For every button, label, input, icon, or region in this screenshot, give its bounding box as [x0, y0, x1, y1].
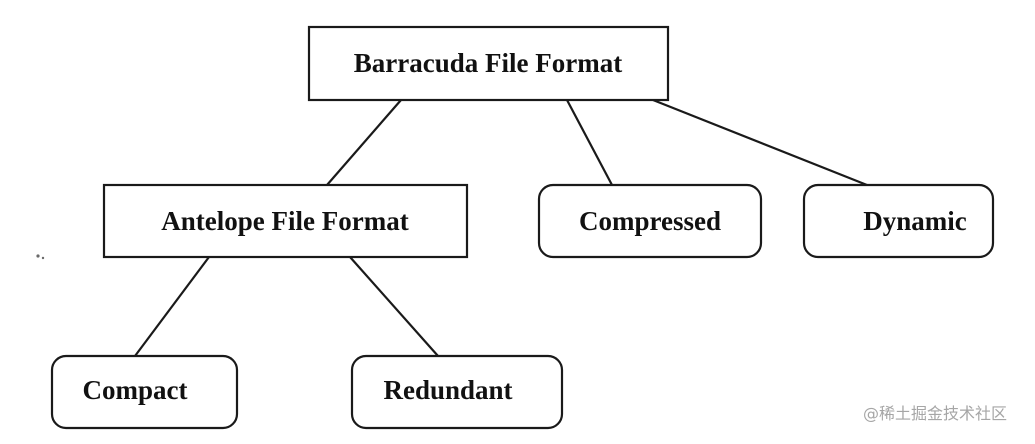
node-compressed: Compressed	[537, 183, 763, 259]
node-dynamic: Dynamic	[802, 183, 995, 259]
edge-barracuda-antelope	[326, 99, 402, 186]
node-compact: Compact	[50, 354, 239, 430]
node-label: Dynamic	[863, 206, 967, 236]
node-label: Antelope File Format	[161, 206, 408, 236]
edge-barracuda-compressed	[566, 99, 613, 186]
node-box	[537, 183, 763, 259]
node-redundant: Redundant	[350, 354, 564, 430]
node-label: Compact	[83, 375, 188, 405]
node-antelope-file-format: Antelope File Format	[102, 183, 469, 259]
node-box	[307, 25, 670, 102]
node-box	[50, 354, 239, 430]
node-label: Barracuda File Format	[354, 48, 622, 78]
edge-antelope-compact	[134, 256, 210, 357]
node-label: Compressed	[579, 206, 721, 236]
node-box	[802, 183, 995, 259]
node-box	[350, 354, 564, 430]
edge-antelope-redundant	[349, 256, 439, 357]
scan-speck	[36, 254, 45, 260]
watermark-text: @稀土掘金技术社区	[862, 404, 1007, 423]
edge-barracuda-dynamic	[652, 98, 868, 187]
node-label: Redundant	[383, 375, 512, 405]
node-barracuda-file-format: Barracuda File Format	[307, 25, 670, 102]
node-box	[102, 183, 469, 259]
